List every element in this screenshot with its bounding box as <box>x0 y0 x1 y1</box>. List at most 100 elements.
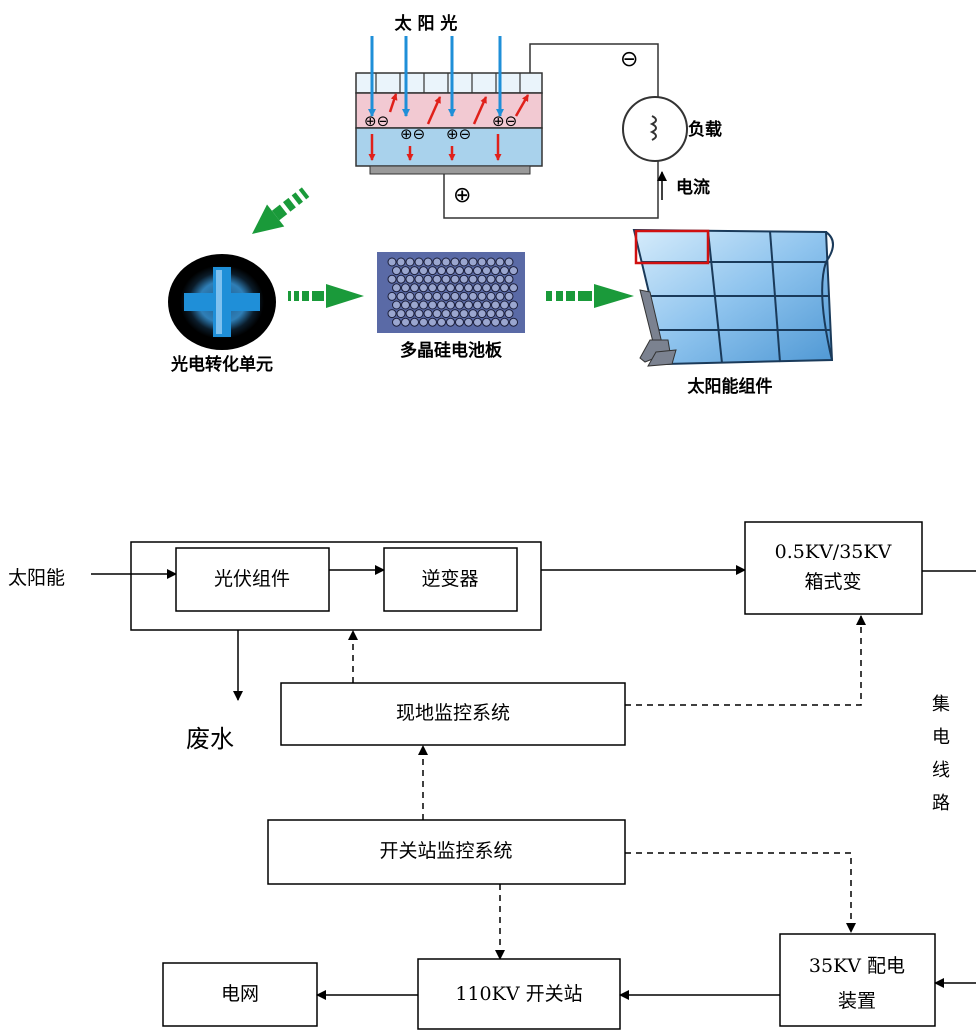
silicon-cell-icon <box>446 266 455 276</box>
conversion-unit-label: 光电转化单元 <box>170 354 273 375</box>
silicon-cell-icon <box>423 274 433 284</box>
dashed-arrow-switch-to-distribution <box>625 852 856 933</box>
green-guide-arrows <box>252 187 634 308</box>
silicon-cell-icon <box>495 291 505 301</box>
transformer-line2: 箱式变 <box>804 571 861 593</box>
silicon-cell-icon <box>477 274 487 284</box>
silicon-cell-icon <box>450 309 460 319</box>
silicon-cell-icon <box>414 257 424 267</box>
switch-station-box <box>417 958 621 1030</box>
silicon-cell-icon <box>410 283 419 293</box>
carrier-symbols: ⊕⊖ ⊕⊖ ⊕⊖ ⊕⊖ <box>364 112 517 143</box>
silicon-cell-icon <box>459 257 469 267</box>
pair-2: ⊕⊖ <box>400 125 425 143</box>
silicon-cell-icon <box>437 266 446 276</box>
cell-back-contact <box>369 165 531 175</box>
silicon-cell-icon <box>473 317 482 327</box>
silicon-cell-icon <box>482 300 491 310</box>
negative-terminal-icon: ⊖ <box>620 47 638 72</box>
silicon-cell-icon <box>387 274 397 284</box>
silicon-cell-icon <box>446 283 455 293</box>
generation-unit-box <box>130 541 542 631</box>
grid-box <box>162 962 318 1027</box>
pv-cell-illustration: 太 阳 光 ⊕⊖ <box>168 13 834 397</box>
silicon-cell-icon <box>428 300 437 310</box>
silicon-cell-icon <box>482 283 491 293</box>
distribution-box <box>779 933 936 1027</box>
solar-module-icon <box>632 228 834 367</box>
silicon-cell-icon <box>450 291 460 301</box>
silicon-cell-icon <box>477 309 487 319</box>
silicon-cell-icon <box>455 266 464 276</box>
poly-panel-label: 多晶硅电池板 <box>400 340 503 361</box>
silicon-cell-icon <box>486 274 496 284</box>
silicon-cell-icon <box>392 317 401 327</box>
silicon-cell-icon <box>410 317 419 327</box>
silicon-cell-icon <box>414 274 424 284</box>
silicon-cell-icon <box>423 291 433 301</box>
distribution-line2: 装置 <box>838 990 876 1012</box>
silicon-cell-icon <box>500 317 509 327</box>
silicon-cell-icon <box>482 317 491 327</box>
silicon-cell-icon <box>504 291 514 301</box>
dashed-arrow-local-to-transformer <box>625 615 866 706</box>
distribution-line1: 35KV 配电 <box>809 955 905 977</box>
silicon-cell-icon <box>428 266 437 276</box>
silicon-cell-icon <box>509 283 518 293</box>
switch-monitoring-label: 开关站监控系统 <box>379 840 512 862</box>
silicon-cell-icon <box>441 291 451 301</box>
silicon-cell-icon <box>491 266 500 276</box>
silicon-cell-icon <box>441 257 451 267</box>
silicon-cell-icon <box>428 283 437 293</box>
silicon-cell-icon <box>473 283 482 293</box>
silicon-cell-icon <box>486 291 496 301</box>
silicon-cell-icon <box>495 274 505 284</box>
positive-terminal-icon: ⊕ <box>453 183 471 208</box>
silicon-cell-icon <box>446 317 455 327</box>
collector-line-char-1: 集 <box>932 694 950 715</box>
circuit-wire-top <box>529 43 659 108</box>
pair-1: ⊕⊖ <box>364 112 389 130</box>
silicon-cell-icon <box>396 257 406 267</box>
silicon-cell-icon <box>477 291 487 301</box>
silicon-cell-icon <box>392 283 401 293</box>
silicon-cell-icon <box>482 266 491 276</box>
silicon-cell-icon <box>396 291 406 301</box>
collector-line-char-3: 线 <box>932 760 950 781</box>
silicon-cell-icon <box>419 300 428 310</box>
silicon-cell-icon <box>468 309 478 319</box>
silicon-cell-icon <box>504 257 514 267</box>
guide-arrow-right-1-icon <box>288 284 364 308</box>
silicon-cell-icon <box>396 309 406 319</box>
silicon-cell-icon <box>468 274 478 284</box>
silicon-cell-icon <box>500 266 509 276</box>
pv-module-label: 光伏组件 <box>214 568 290 590</box>
silicon-cell-icon <box>396 274 406 284</box>
silicon-cell-icon <box>423 257 433 267</box>
silicon-cell-icon <box>437 283 446 293</box>
silicon-cell-icon <box>459 309 469 319</box>
silicon-cell-icon <box>504 274 514 284</box>
silicon-cell-icon <box>450 274 460 284</box>
sunlight-label: 太 阳 光 <box>395 13 458 34</box>
silicon-cell-icon <box>432 274 442 284</box>
current-label: 电流 <box>676 177 710 198</box>
inverter-label: 逆变器 <box>421 568 478 590</box>
silicon-cell-icon <box>432 309 442 319</box>
switch-station-label: 110KV 开关站 <box>455 983 582 1005</box>
load-filament-icon <box>649 115 657 141</box>
silicon-cell-icon <box>509 300 518 310</box>
silicon-cell-icon <box>423 309 433 319</box>
conversion-unit-icon <box>168 254 276 350</box>
silicon-cell-icon <box>441 309 451 319</box>
silicon-cell-icon <box>477 257 487 267</box>
silicon-cell-icon <box>437 300 446 310</box>
silicon-cell-icon <box>401 266 410 276</box>
poly-silicon-panel-icon <box>377 252 525 333</box>
silicon-cell-icon <box>464 317 473 327</box>
silicon-cell-icon <box>473 266 482 276</box>
cell-top-grid <box>355 72 543 94</box>
silicon-cell-icon <box>464 283 473 293</box>
sunlight-rays <box>368 36 504 117</box>
silicon-cell-icon <box>441 274 451 284</box>
